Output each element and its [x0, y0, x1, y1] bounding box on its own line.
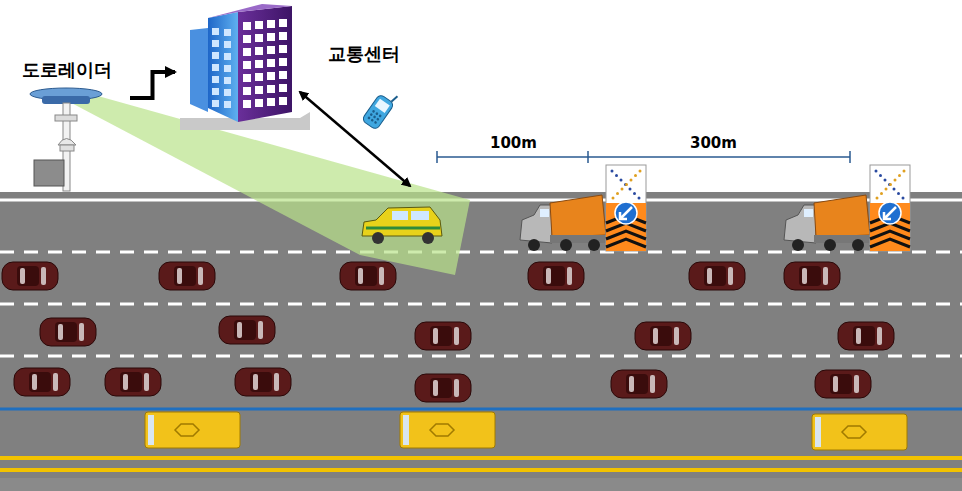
car — [689, 262, 745, 290]
window — [255, 86, 263, 94]
dimension-line — [437, 151, 850, 163]
window — [224, 53, 231, 60]
patrol-car — [362, 207, 442, 244]
car — [40, 318, 96, 346]
data-flow-arrow — [130, 72, 175, 98]
window — [255, 21, 263, 29]
traffic-center-building — [180, 4, 310, 130]
window — [212, 88, 219, 95]
car — [340, 262, 396, 290]
window — [267, 46, 275, 54]
window — [243, 22, 251, 30]
car — [159, 262, 215, 290]
window — [243, 35, 251, 43]
car — [784, 262, 840, 290]
window — [212, 100, 219, 107]
center-line — [0, 456, 962, 460]
center-node: 교통센터 — [175, 8, 404, 134]
car — [415, 374, 471, 402]
window — [267, 33, 275, 41]
sign-truck — [784, 165, 910, 251]
center-line — [0, 468, 962, 472]
car — [815, 370, 871, 398]
dimension-label: 300m — [690, 134, 737, 152]
node-label: 교통센터 — [328, 42, 400, 66]
window — [279, 45, 287, 53]
edge-line — [0, 199, 962, 202]
car — [2, 262, 58, 290]
window — [267, 85, 275, 93]
window — [255, 99, 263, 107]
window — [212, 40, 219, 47]
car — [611, 370, 667, 398]
road-surface — [0, 201, 962, 491]
dimension-label: 100m — [490, 134, 537, 152]
bus — [400, 412, 495, 448]
car — [219, 316, 275, 344]
window — [212, 76, 219, 83]
window — [243, 61, 251, 69]
window — [279, 32, 287, 40]
sign-truck — [520, 165, 646, 251]
car — [14, 368, 70, 396]
window — [224, 65, 231, 72]
window — [224, 101, 231, 108]
window — [279, 58, 287, 66]
window — [267, 20, 275, 28]
car — [235, 368, 291, 396]
window — [279, 84, 287, 92]
road-shoulder — [0, 192, 962, 201]
car — [528, 262, 584, 290]
window — [243, 74, 251, 82]
bus — [812, 414, 907, 450]
window — [243, 87, 251, 95]
road-radar — [30, 88, 102, 191]
road-edge — [0, 478, 962, 491]
window — [224, 89, 231, 96]
window — [212, 28, 219, 35]
window — [255, 34, 263, 42]
window — [267, 98, 275, 106]
window — [279, 19, 287, 27]
window — [243, 48, 251, 56]
window — [255, 47, 263, 55]
window — [212, 52, 219, 59]
window — [224, 29, 231, 36]
car — [635, 322, 691, 350]
lane-dashes — [0, 252, 962, 356]
car — [415, 322, 471, 350]
window — [255, 73, 263, 81]
window — [243, 100, 251, 108]
window — [279, 71, 287, 79]
window — [212, 64, 219, 71]
bus — [145, 412, 240, 448]
phone-icon — [361, 87, 399, 130]
window — [255, 60, 263, 68]
comm-link — [300, 92, 410, 186]
window — [267, 72, 275, 80]
radar-node: 도로레이더 — [20, 58, 130, 190]
window — [267, 59, 275, 67]
window — [279, 97, 287, 105]
window — [224, 41, 231, 48]
node-label: 도로레이더 — [22, 58, 112, 82]
car — [838, 322, 894, 350]
car — [105, 368, 161, 396]
window — [224, 77, 231, 84]
bus-lane-line — [0, 408, 962, 411]
